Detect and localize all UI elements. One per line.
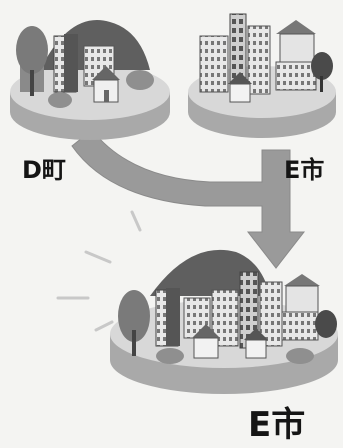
merged-city-illustration bbox=[110, 249, 338, 394]
e-city-label: E市 bbox=[284, 156, 325, 184]
e-city-illustration bbox=[188, 13, 336, 138]
d-town-illustration bbox=[10, 20, 170, 140]
merge-arrow bbox=[71, 129, 306, 269]
d-town-label: D町 bbox=[22, 156, 66, 184]
sparkle-lines bbox=[56, 210, 142, 332]
merged-city-label: E市 bbox=[248, 405, 306, 445]
